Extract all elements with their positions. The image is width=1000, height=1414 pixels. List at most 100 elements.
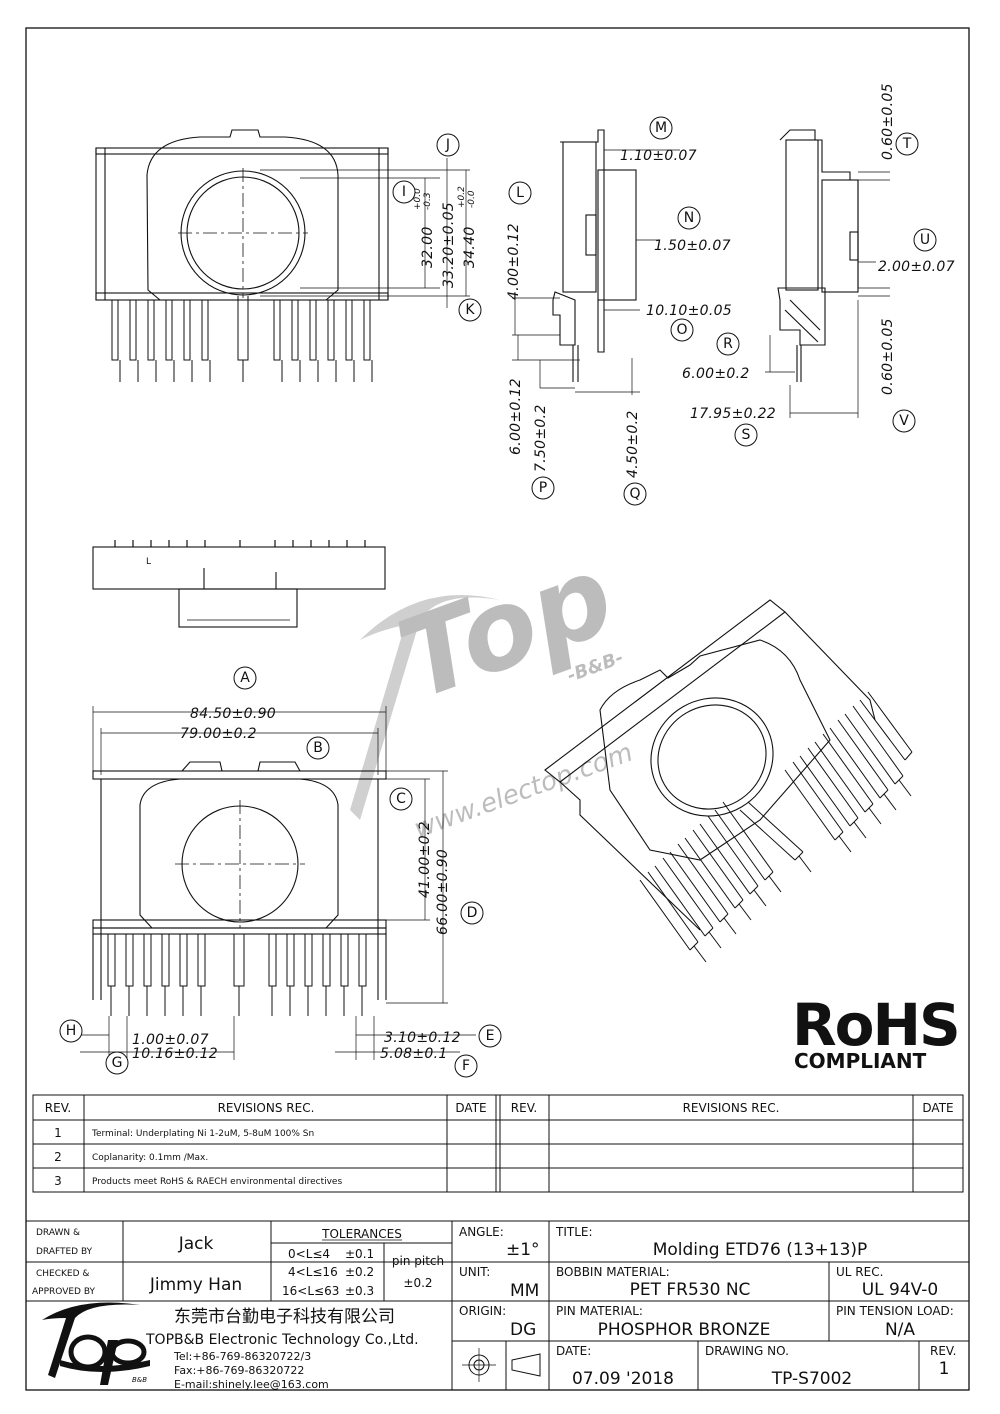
balloon-j-label: J (445, 137, 450, 153)
balloon-v-label: V (899, 413, 909, 429)
dim-34-tol-up: +0.2 (457, 186, 467, 208)
pin-tension-value: N/A (885, 1320, 915, 1340)
balloon-b-label: B (313, 740, 323, 756)
balloon-a (233, 666, 257, 690)
dim-4-00: 4.00±0.12 (506, 223, 522, 300)
revisions-header-left: REVISIONS REC. (218, 1101, 315, 1115)
ul-rec-label: UL REC. (836, 1265, 883, 1279)
drawn-label-2: DRAFTED BY (36, 1247, 93, 1257)
angle-value: ±1° (506, 1240, 540, 1260)
drawing-no-label: DRAWING NO. (705, 1344, 789, 1358)
company-name-cn: 东莞市台勤电子科技有限公司 (174, 1307, 395, 1327)
balloon-n-label: N (684, 210, 694, 226)
rev-row-1-num: 1 (54, 1126, 62, 1140)
balloon-p (531, 476, 555, 500)
balloon-t (895, 132, 919, 156)
dim-17-95: 17.95±0.22 (690, 406, 776, 422)
balloon-q (623, 482, 647, 506)
rev-row-3-text: Products meet RoHS & RAECH environmental… (92, 1177, 342, 1187)
balloon-g (105, 1051, 129, 1075)
balloon-s (734, 423, 758, 447)
dim-4-50: 4.50±0.2 (625, 410, 641, 478)
company-email: E-mail:shinely.lee@163.com (174, 1378, 329, 1391)
tol-value-2: ±0.2 (345, 1265, 374, 1279)
revisions-table (32, 1094, 964, 1193)
mark-l: L (146, 557, 151, 567)
balloon-p-label: P (539, 480, 547, 496)
dim-84-50: 84.50±0.90 (190, 706, 276, 722)
pin-tension-label: PIN TENSION LOAD: (836, 1304, 954, 1318)
dim-1-00: 1.00±0.07 (132, 1032, 209, 1048)
balloon-k (458, 298, 482, 322)
company-name-en: TOPB&B Electronic Technology Co.,Ltd. (145, 1332, 419, 1348)
pin-material-value: PHOSPHOR BRONZE (598, 1320, 771, 1340)
balloon-v (892, 409, 916, 433)
balloon-j (436, 133, 460, 157)
tol-range-3: 16<L≤63 (282, 1284, 339, 1298)
rev-row-2-num: 2 (54, 1150, 62, 1164)
tol-range-2: 4<L≤16 (288, 1265, 338, 1279)
title-label: TITLE: (555, 1225, 593, 1239)
date-header-right: DATE (922, 1101, 953, 1115)
date-value: 07.09 '2018 (572, 1369, 674, 1389)
company-tel: Tel:+86-769-86320722/3 (173, 1350, 311, 1363)
balloon-a-label: A (240, 670, 250, 686)
side-view-1 (512, 129, 680, 395)
rohs-subtitle: COMPLIANT (794, 1049, 927, 1073)
balloon-s-label: S (742, 427, 751, 443)
balloon-u (913, 228, 937, 252)
angle-label: ANGLE: (459, 1225, 504, 1239)
rohs-title: RoHS (792, 991, 959, 1059)
rev-row-2-text: Coplanarity: 0.1mm /Max. (92, 1153, 208, 1163)
balloon-m-label: M (655, 120, 667, 136)
balloon-r-label: R (723, 336, 733, 352)
rev-value: 1 (939, 1359, 950, 1379)
balloon-h (59, 1019, 83, 1043)
dim-6-00: 6.00±0.12 (508, 378, 524, 455)
bobbin-material-label: BOBBIN MATERIAL: (556, 1265, 670, 1279)
balloon-e-label: E (486, 1028, 495, 1044)
pin-pitch-label: pin pitch (392, 1254, 444, 1268)
balloon-t-label: T (902, 136, 912, 152)
drawn-by-value: Jack (178, 1234, 214, 1254)
watermark-url: www.electop.com (410, 738, 637, 845)
dim-41-00: 41.00±0.2 (417, 821, 433, 898)
title-block (26, 1220, 969, 1390)
company-logo: B&B (42, 1302, 150, 1385)
bobbin-material-value: PET FR530 NC (630, 1280, 751, 1300)
dim-34-tol-dn: -0.0 (467, 190, 477, 208)
dim-34-40: 34.40 (462, 226, 478, 268)
balloon-c (389, 787, 413, 811)
balloon-b (306, 736, 330, 760)
balloon-r (716, 332, 740, 356)
dim-5-08: 5.08±0.1 (380, 1046, 448, 1062)
rev-header-left: REV. (45, 1101, 71, 1115)
balloon-f-label: F (462, 1058, 470, 1074)
front-view (95, 129, 470, 382)
balloon-d (460, 901, 484, 925)
tol-value-3: ±0.3 (345, 1284, 374, 1298)
tol-value-1: ±0.1 (345, 1247, 374, 1261)
rohs-mark: RoHS COMPLIANT (792, 991, 961, 1073)
balloon-f (454, 1054, 478, 1078)
balloon-m (649, 116, 673, 140)
tolerances-label: TOLERANCES (321, 1227, 402, 1241)
revisions-header-right: REVISIONS REC. (683, 1101, 780, 1115)
balloon-l (508, 181, 532, 205)
drawn-label-1: DRAWN & (36, 1228, 80, 1238)
checked-label-2: APPROVED BY (32, 1287, 96, 1297)
pin-material-label: PIN MATERIAL: (556, 1304, 643, 1318)
rev-label: REV. (930, 1344, 956, 1358)
balloon-c-label: C (396, 791, 406, 807)
dim-1-50: 1.50±0.07 (654, 238, 731, 254)
dim-3-10: 3.10±0.12 (384, 1030, 461, 1046)
dim-10-10: 10.10±0.05 (646, 303, 732, 319)
dim-2-00: 2.00±0.07 (878, 259, 955, 275)
dim-32-tol-dn: -0.3 (423, 192, 433, 210)
balloon-i-label: I (402, 184, 406, 200)
front-view-2 (80, 706, 476, 1060)
dim-6-00-b: 6.00±0.2 (682, 366, 750, 382)
checked-by-value: Jimmy Han (149, 1275, 242, 1295)
checked-label-1: CHECKED & (36, 1269, 89, 1279)
